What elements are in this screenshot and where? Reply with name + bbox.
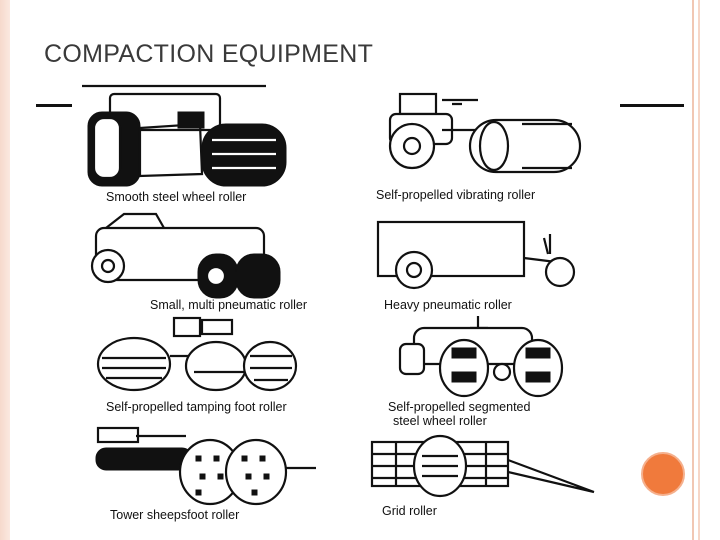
decorative-circle (641, 452, 685, 496)
smooth-steel-wheel-roller-drawing (82, 84, 287, 187)
caption-heavy-pneumatic-roller: Heavy pneumatic roller (384, 298, 512, 312)
border-line (698, 0, 700, 540)
caption-self-propelled-tamping-foot-roller: Self-propelled tamping foot roller (106, 400, 287, 414)
caption-smooth-steel-wheel-roller: Smooth steel wheel roller (106, 190, 247, 204)
grid-roller-drawing (370, 434, 595, 498)
self-propelled-tamping-foot-roller-drawing (96, 316, 298, 392)
caption-self-propelled-vibrating-roller: Self-propelled vibrating roller (376, 188, 536, 202)
caption-tower-sheepsfoot-roller: Tower sheepsfoot roller (110, 508, 240, 522)
caption-small-multi-pneumatic-roller: Small, multi pneumatic roller (150, 298, 307, 312)
slide-title: COMPACTION EQUIPMENT (44, 40, 374, 68)
border-line (692, 0, 694, 540)
left-decorative-border (0, 0, 10, 540)
compaction-equipment-figure: Smooth steel wheel roller Self-propelled… (72, 82, 608, 534)
small-multi-pneumatic-roller-drawing (90, 212, 281, 299)
title-rule-right (620, 104, 684, 107)
heavy-pneumatic-roller-drawing (376, 220, 576, 290)
self-propelled-segmented-steel-wheel-roller-drawing (398, 316, 564, 398)
title-rule-left (36, 104, 72, 107)
caption-segmented-line2: steel wheel roller (393, 414, 487, 428)
caption-self-propelled-segmented-steel-wheel-roller: Self-propelled segmented steel wheel rol… (388, 400, 530, 428)
right-decorative-border (690, 0, 720, 540)
self-propelled-vibrating-roller-drawing (388, 92, 582, 174)
caption-segmented-line1: Self-propelled segmented (388, 400, 531, 414)
tower-sheepsfoot-roller-drawing (95, 426, 316, 506)
caption-grid-roller: Grid roller (382, 504, 437, 518)
